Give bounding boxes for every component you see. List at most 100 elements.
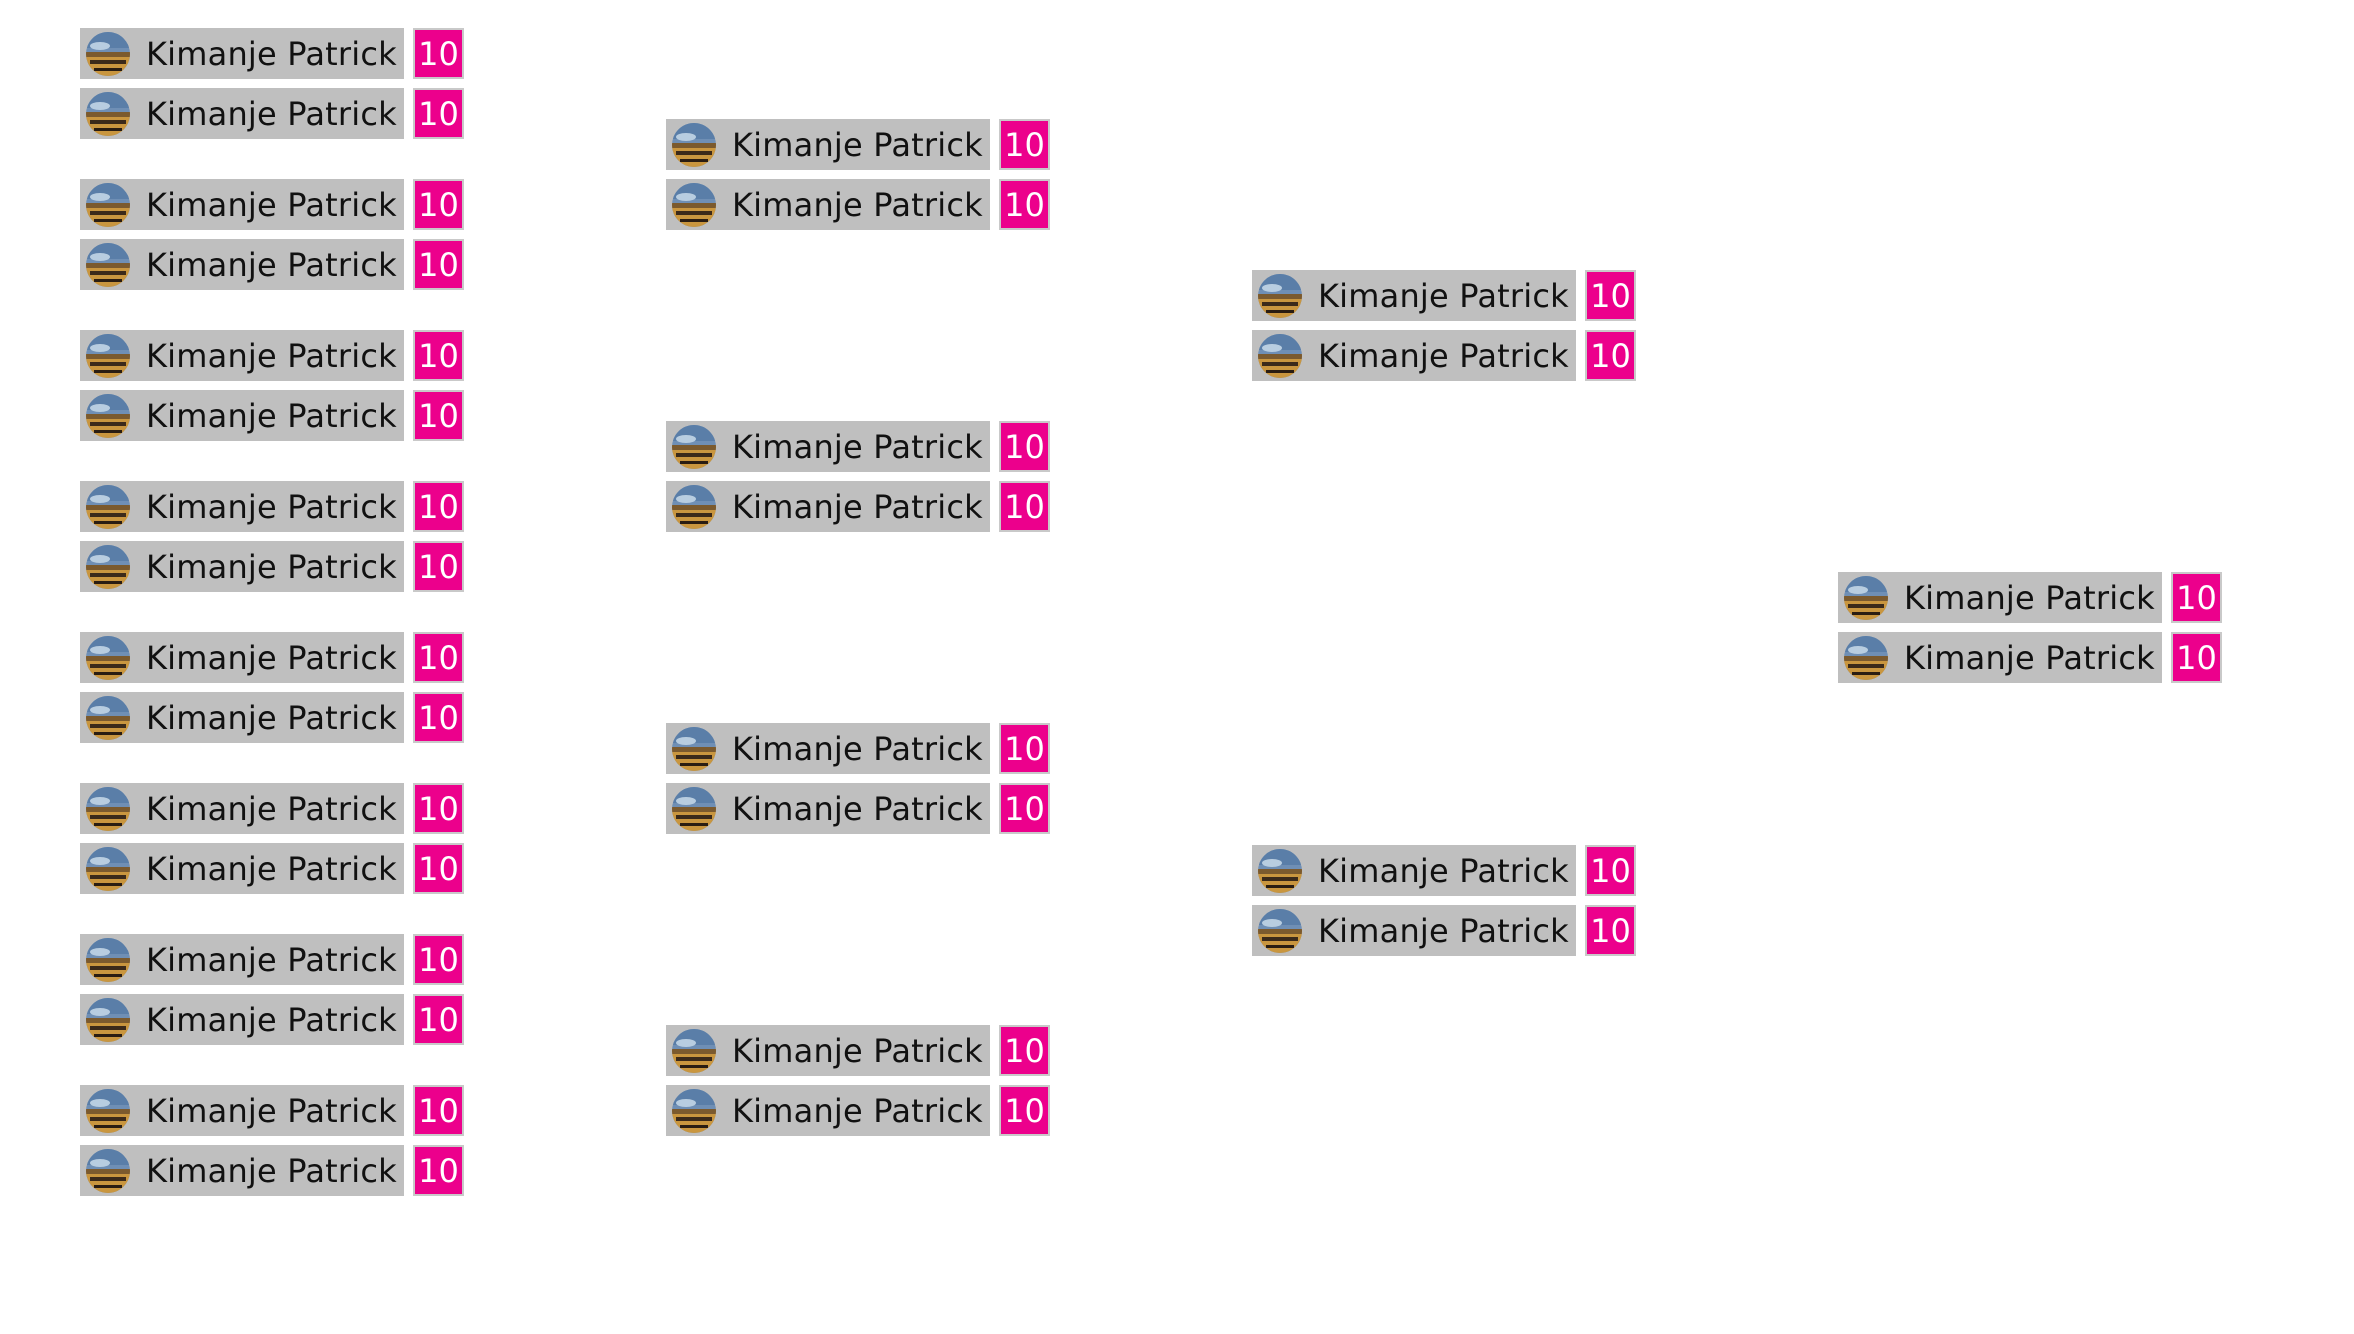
player-row-r1-m3-p1[interactable]: Kimanje Patrick 10 (80, 330, 480, 390)
score-badge: 10 (1585, 330, 1636, 381)
player-row-r4-m1-p1[interactable]: Kimanje Patrick 10 (1838, 572, 2238, 632)
score-badge: 10 (413, 692, 464, 743)
player-name: Kimanje Patrick (146, 397, 397, 435)
player-name-box[interactable]: Kimanje Patrick (666, 1085, 990, 1136)
player-name-box[interactable]: Kimanje Patrick (666, 723, 990, 774)
player-row-r1-m2-p1[interactable]: Kimanje Patrick 10 (80, 179, 480, 239)
player-row-r1-m1-p2[interactable]: Kimanje Patrick 10 (80, 88, 480, 148)
player-name: Kimanje Patrick (146, 850, 397, 888)
score-badge: 10 (999, 119, 1050, 170)
score-badge: 10 (999, 179, 1050, 230)
player-name-box[interactable]: Kimanje Patrick (80, 934, 404, 985)
score-badge: 10 (999, 481, 1050, 532)
landscape-avatar-icon (672, 123, 716, 167)
player-name: Kimanje Patrick (146, 488, 397, 526)
player-row-r3-m2-p2[interactable]: Kimanje Patrick 10 (1252, 905, 1652, 965)
player-name: Kimanje Patrick (1318, 852, 1569, 890)
player-name: Kimanje Patrick (732, 790, 983, 828)
player-name-box[interactable]: Kimanje Patrick (666, 119, 990, 170)
player-name-box[interactable]: Kimanje Patrick (80, 88, 404, 139)
player-name: Kimanje Patrick (146, 699, 397, 737)
player-name-box[interactable]: Kimanje Patrick (666, 783, 990, 834)
player-name-box[interactable]: Kimanje Patrick (666, 481, 990, 532)
player-row-r2-m2-p1[interactable]: Kimanje Patrick 10 (666, 421, 1066, 481)
player-name-box[interactable]: Kimanje Patrick (80, 179, 404, 230)
landscape-avatar-icon (86, 998, 130, 1042)
player-row-r1-m5-p2[interactable]: Kimanje Patrick 10 (80, 692, 480, 752)
score-badge: 10 (1585, 905, 1636, 956)
player-name: Kimanje Patrick (146, 186, 397, 224)
player-name-box[interactable]: Kimanje Patrick (80, 783, 404, 834)
player-name-box[interactable]: Kimanje Patrick (1252, 905, 1576, 956)
player-name-box[interactable]: Kimanje Patrick (666, 421, 990, 472)
player-name-box[interactable]: Kimanje Patrick (1838, 572, 2162, 623)
player-row-r2-m2-p2[interactable]: Kimanje Patrick 10 (666, 481, 1066, 541)
player-row-r4-m1-p2[interactable]: Kimanje Patrick 10 (1838, 632, 2238, 692)
player-name-box[interactable]: Kimanje Patrick (666, 179, 990, 230)
player-row-r1-m7-p2[interactable]: Kimanje Patrick 10 (80, 994, 480, 1054)
player-row-r3-m1-p1[interactable]: Kimanje Patrick 10 (1252, 270, 1652, 330)
score-badge: 10 (413, 390, 464, 441)
score-badge: 10 (999, 1025, 1050, 1076)
player-row-r2-m3-p2[interactable]: Kimanje Patrick 10 (666, 783, 1066, 843)
landscape-avatar-icon (1258, 849, 1302, 893)
player-row-r2-m4-p2[interactable]: Kimanje Patrick 10 (666, 1085, 1066, 1145)
landscape-avatar-icon (86, 394, 130, 438)
score-badge: 10 (413, 541, 464, 592)
player-name-box[interactable]: Kimanje Patrick (80, 692, 404, 743)
landscape-avatar-icon (86, 545, 130, 589)
player-name: Kimanje Patrick (732, 1032, 983, 1070)
player-name-box[interactable]: Kimanje Patrick (80, 390, 404, 441)
player-name-box[interactable]: Kimanje Patrick (80, 1145, 404, 1196)
landscape-avatar-icon (1844, 636, 1888, 680)
player-name: Kimanje Patrick (1318, 912, 1569, 950)
player-name-box[interactable]: Kimanje Patrick (80, 330, 404, 381)
player-row-r2-m3-p1[interactable]: Kimanje Patrick 10 (666, 723, 1066, 783)
player-row-r2-m4-p1[interactable]: Kimanje Patrick 10 (666, 1025, 1066, 1085)
player-name-box[interactable]: Kimanje Patrick (80, 632, 404, 683)
score-badge: 10 (2171, 572, 2222, 623)
player-name-box[interactable]: Kimanje Patrick (1252, 845, 1576, 896)
player-name-box[interactable]: Kimanje Patrick (1838, 632, 2162, 683)
player-name: Kimanje Patrick (1318, 337, 1569, 375)
player-name-box[interactable]: Kimanje Patrick (80, 1085, 404, 1136)
player-row-r2-m1-p1[interactable]: Kimanje Patrick 10 (666, 119, 1066, 179)
player-row-r1-m8-p2[interactable]: Kimanje Patrick 10 (80, 1145, 480, 1205)
player-name-box[interactable]: Kimanje Patrick (80, 239, 404, 290)
player-row-r1-m7-p1[interactable]: Kimanje Patrick 10 (80, 934, 480, 994)
score-badge: 10 (413, 632, 464, 683)
player-row-r1-m1-p1[interactable]: Kimanje Patrick 10 (80, 28, 480, 88)
player-row-r3-m1-p2[interactable]: Kimanje Patrick 10 (1252, 330, 1652, 390)
score-badge: 10 (413, 934, 464, 985)
player-row-r1-m4-p2[interactable]: Kimanje Patrick 10 (80, 541, 480, 601)
player-name: Kimanje Patrick (732, 428, 983, 466)
player-name-box[interactable]: Kimanje Patrick (666, 1025, 990, 1076)
player-name: Kimanje Patrick (146, 548, 397, 586)
player-name: Kimanje Patrick (732, 1092, 983, 1130)
score-badge: 10 (413, 330, 464, 381)
player-name: Kimanje Patrick (1318, 277, 1569, 315)
landscape-avatar-icon (1258, 909, 1302, 953)
landscape-avatar-icon (86, 938, 130, 982)
player-row-r1-m4-p1[interactable]: Kimanje Patrick 10 (80, 481, 480, 541)
player-row-r2-m1-p2[interactable]: Kimanje Patrick 10 (666, 179, 1066, 239)
player-row-r1-m3-p2[interactable]: Kimanje Patrick 10 (80, 390, 480, 450)
score-badge: 10 (999, 1085, 1050, 1136)
player-row-r1-m5-p1[interactable]: Kimanje Patrick 10 (80, 632, 480, 692)
player-name-box[interactable]: Kimanje Patrick (80, 28, 404, 79)
player-name-box[interactable]: Kimanje Patrick (1252, 330, 1576, 381)
player-row-r3-m2-p1[interactable]: Kimanje Patrick 10 (1252, 845, 1652, 905)
player-row-r1-m8-p1[interactable]: Kimanje Patrick 10 (80, 1085, 480, 1145)
player-row-r1-m2-p2[interactable]: Kimanje Patrick 10 (80, 239, 480, 299)
landscape-avatar-icon (672, 425, 716, 469)
player-name-box[interactable]: Kimanje Patrick (80, 541, 404, 592)
score-badge: 10 (413, 239, 464, 290)
landscape-avatar-icon (672, 1029, 716, 1073)
player-name-box[interactable]: Kimanje Patrick (80, 994, 404, 1045)
player-name-box[interactable]: Kimanje Patrick (1252, 270, 1576, 321)
player-name-box[interactable]: Kimanje Patrick (80, 843, 404, 894)
player-row-r1-m6-p2[interactable]: Kimanje Patrick 10 (80, 843, 480, 903)
player-name-box[interactable]: Kimanje Patrick (80, 481, 404, 532)
player-name: Kimanje Patrick (732, 186, 983, 224)
player-row-r1-m6-p1[interactable]: Kimanje Patrick 10 (80, 783, 480, 843)
